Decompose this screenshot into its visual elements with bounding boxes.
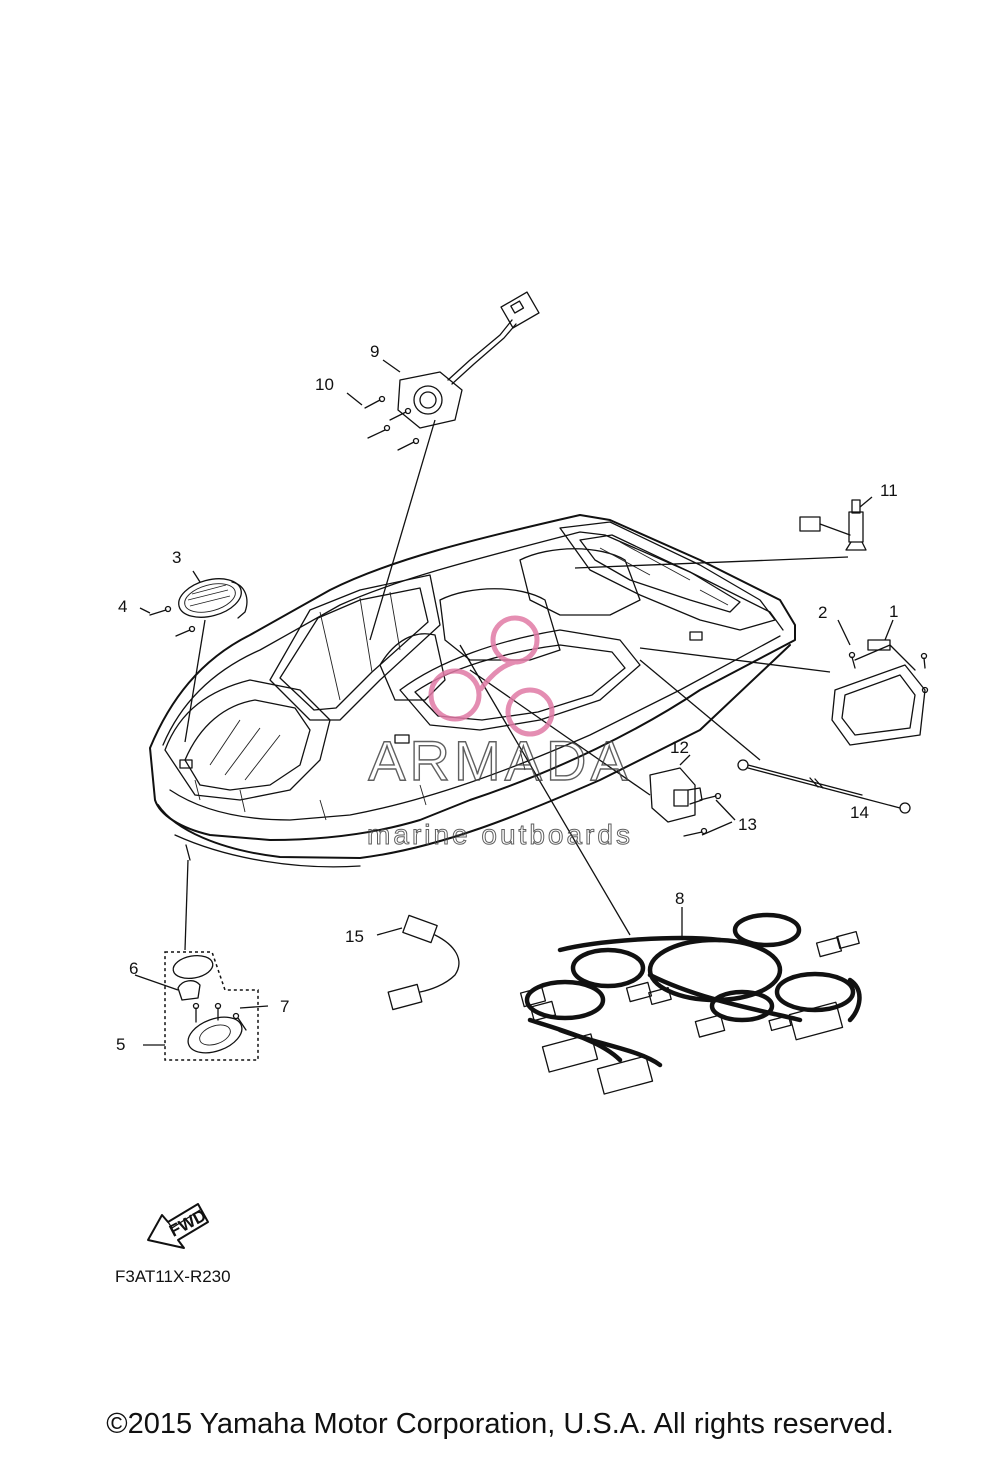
drawing-code: F3AT11X-R230 xyxy=(115,1267,231,1286)
callout-11: 11 xyxy=(880,481,898,500)
part-3-speaker-grille xyxy=(178,578,248,619)
fwd-arrow-icon: FWD xyxy=(147,1203,209,1249)
armada-watermark: ARMADA marine outboards xyxy=(367,615,633,851)
callout-6: 6 xyxy=(129,959,138,978)
part-15-short-harness xyxy=(387,914,460,1011)
parts-5-6-7-group xyxy=(164,951,259,1061)
copyright-notice: ©2015 Yamaha Motor Corporation, U.S.A. A… xyxy=(106,1408,894,1440)
part-2-screws xyxy=(848,651,929,694)
callout-9: 9 xyxy=(370,342,379,361)
watermark-brand: ARMADA xyxy=(368,729,632,792)
watermark-tagline: marine outboards xyxy=(367,819,633,850)
part-11-sensor xyxy=(799,499,867,551)
callout-labels: 1 2 3 4 5 6 7 8 9 10 11 12 13 14 15 xyxy=(116,342,898,1054)
callout-15: 15 xyxy=(345,927,364,946)
part-1-tray xyxy=(831,639,926,746)
part-10-bolts xyxy=(364,395,420,451)
callout-8: 8 xyxy=(675,889,684,908)
harness-connectors xyxy=(519,930,860,1095)
callout-14: 14 xyxy=(850,803,869,822)
armada-logo-icon xyxy=(428,615,555,737)
callout-7: 7 xyxy=(280,997,289,1016)
part-9-gauge-assembly xyxy=(397,291,540,429)
callout-2: 2 xyxy=(818,603,827,622)
part-14-ground-cable xyxy=(737,759,911,814)
callout-5: 5 xyxy=(116,1035,125,1054)
callout-13: 13 xyxy=(738,815,757,834)
callout-4: 4 xyxy=(118,597,127,616)
callout-3: 3 xyxy=(172,548,181,567)
part-12-switch-box xyxy=(649,767,703,823)
callout-12: 12 xyxy=(670,738,689,757)
callout-1: 1 xyxy=(889,602,898,621)
part-4-screws xyxy=(149,605,196,637)
part-8-wire-harness xyxy=(519,912,862,1095)
boat-hull xyxy=(149,514,796,868)
callout-10: 10 xyxy=(315,375,334,394)
leader-lines xyxy=(134,359,894,1046)
